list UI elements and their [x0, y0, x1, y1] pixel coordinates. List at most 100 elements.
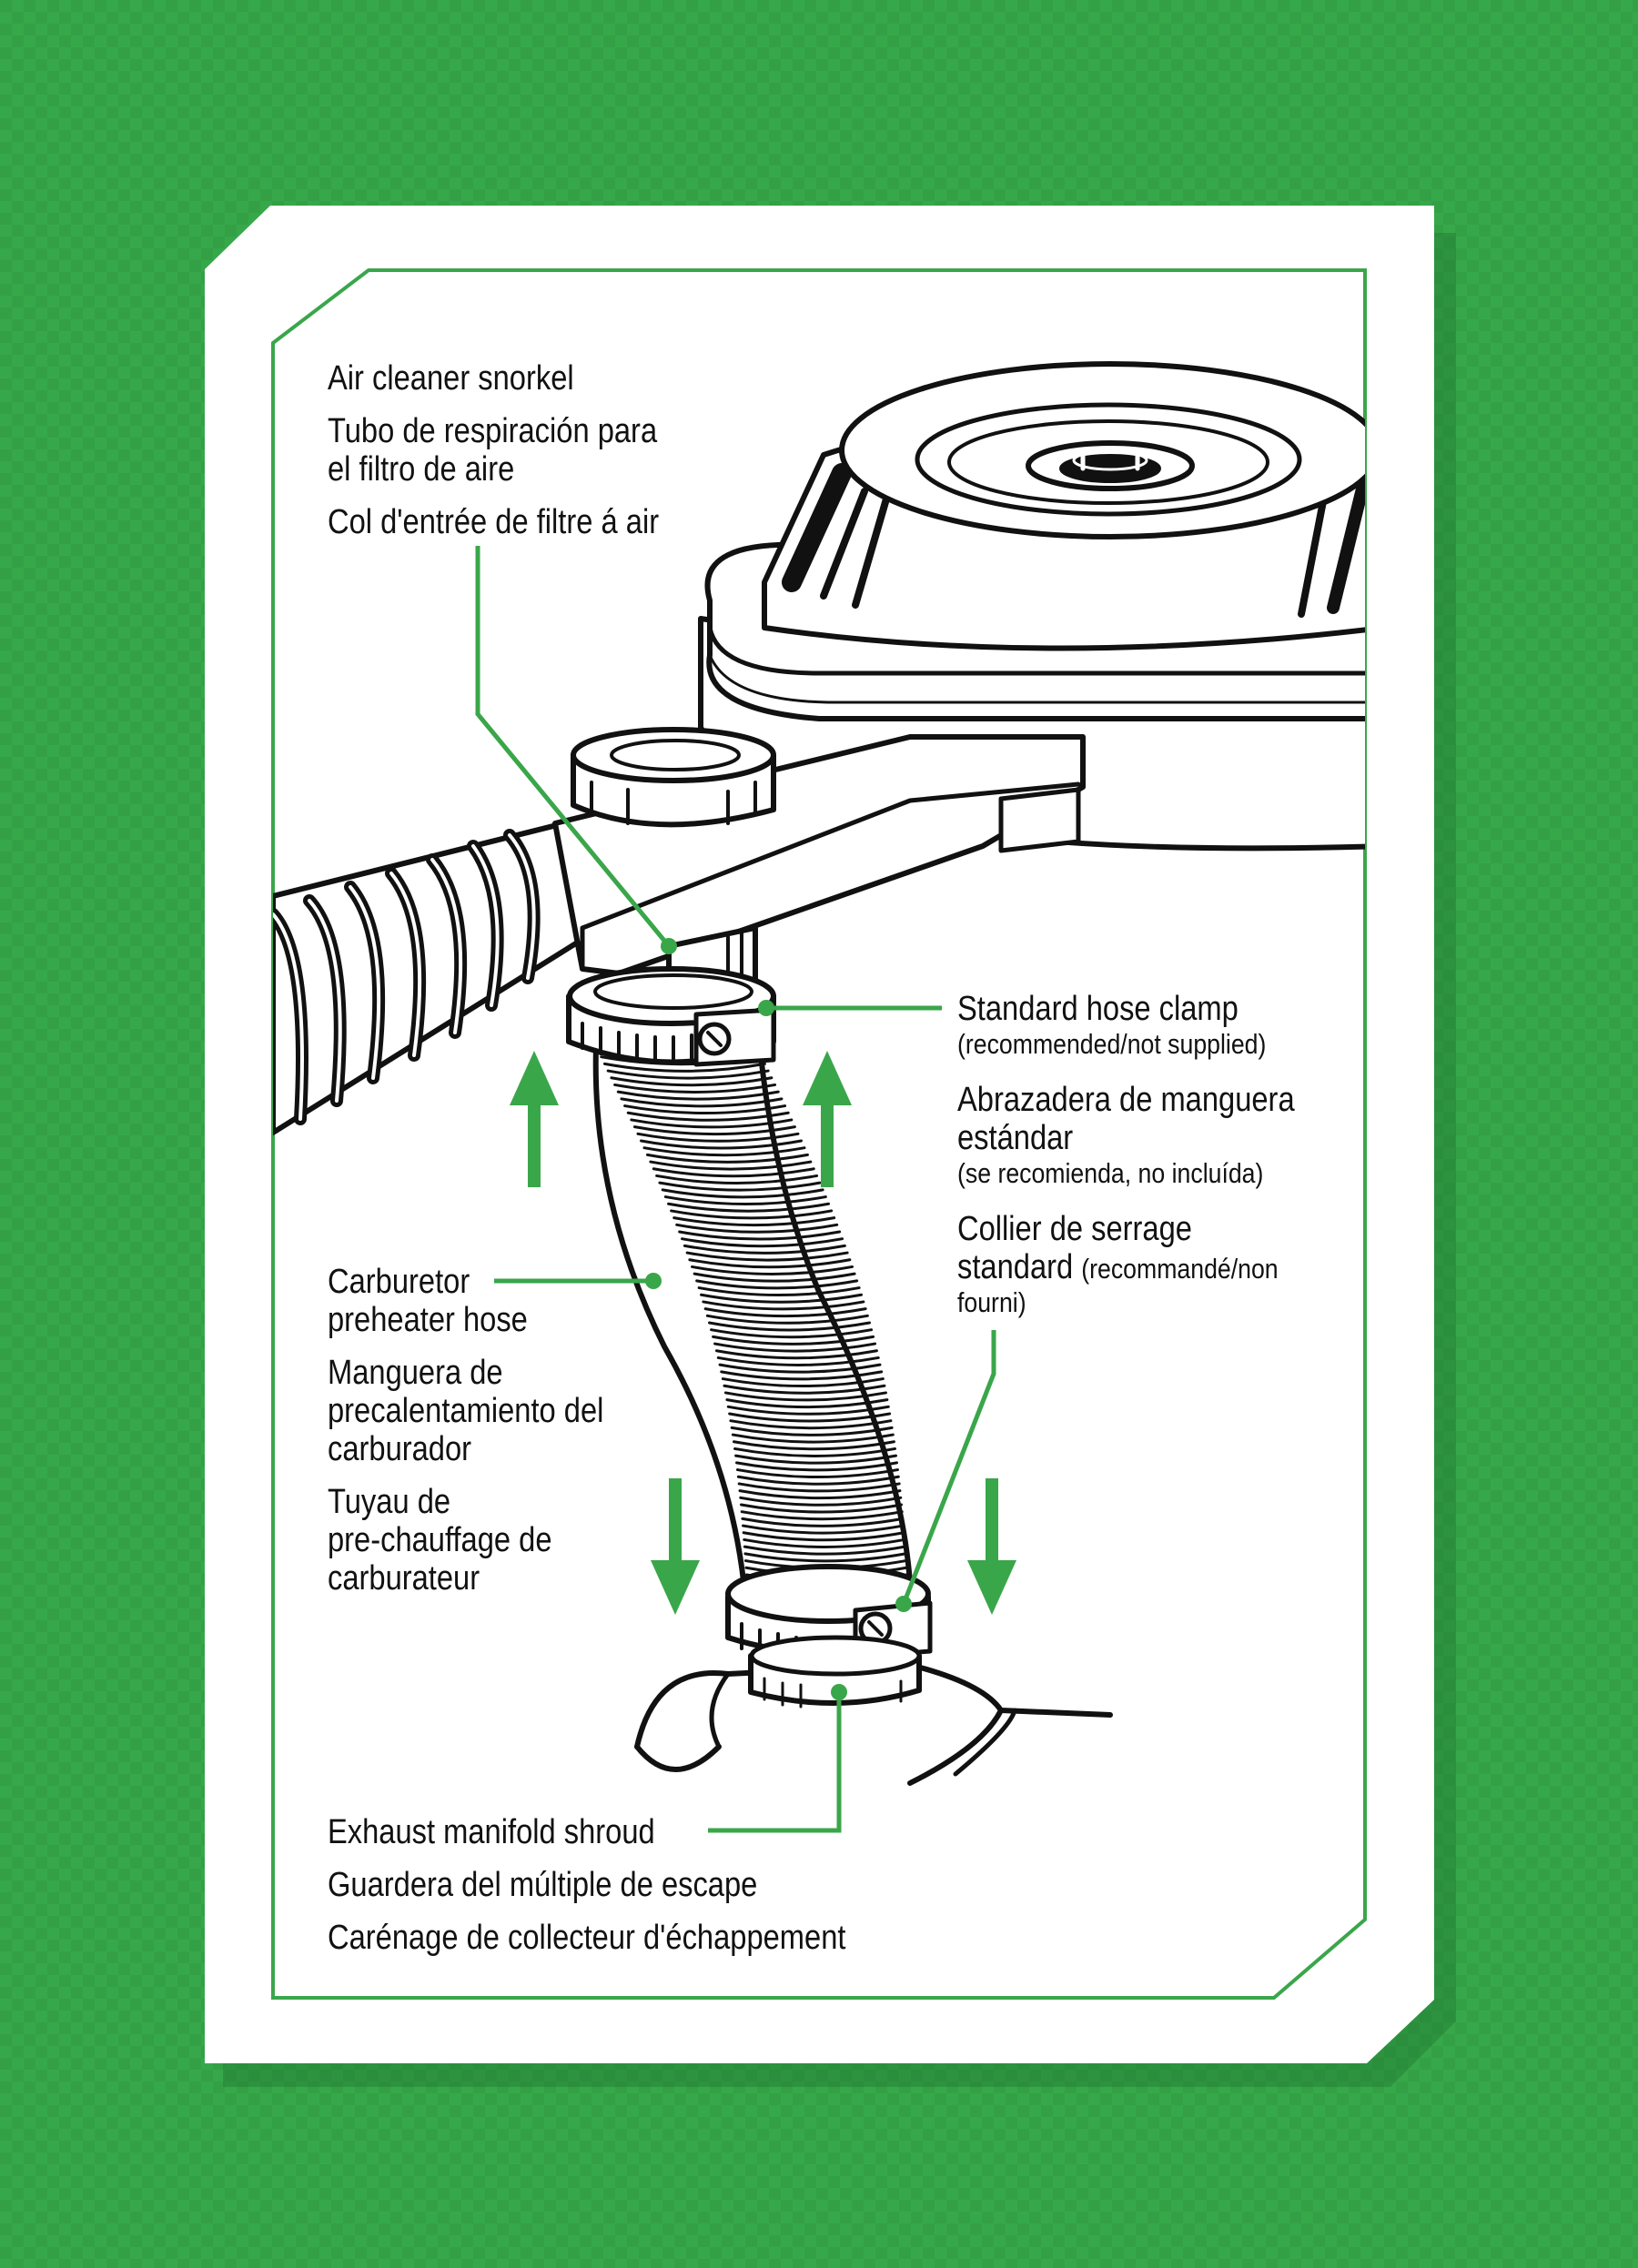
hose-rib — [743, 1552, 907, 1563]
hose-rib — [743, 1537, 906, 1548]
hose-rib — [670, 1209, 834, 1220]
hose-rib — [734, 1454, 898, 1465]
hose-rib — [630, 1118, 794, 1129]
hose-rib — [678, 1230, 842, 1241]
leader-shroud — [708, 1692, 842, 1833]
hose-rib — [610, 1076, 774, 1087]
hose-rib — [737, 1482, 901, 1493]
label-hose-fr-2: pre-chauffage de — [328, 1521, 552, 1559]
hose-rib — [632, 1125, 796, 1136]
hose-rib — [602, 1062, 766, 1073]
hose-rib — [723, 1391, 887, 1402]
snorkel-arm — [273, 727, 1086, 1135]
hose-rib — [720, 1370, 884, 1381]
label-snorkel-es-1: Tubo de respiración para — [328, 412, 658, 450]
hose-rib — [691, 1265, 854, 1275]
hose-rib — [736, 1475, 900, 1486]
label-shroud: Exhaust manifold shroud Guardera del múl… — [328, 1813, 845, 1957]
hose-rib — [693, 1272, 856, 1283]
airflow-arrows — [510, 1051, 1016, 1615]
hose-rib — [682, 1244, 846, 1255]
hose-rib — [695, 1279, 859, 1290]
label-clamp: Standard hose clamp (recommended/not sup… — [957, 990, 1295, 1319]
hose-rib — [702, 1300, 865, 1311]
leader-clamp-bottom — [901, 1330, 996, 1605]
hose-rib — [672, 1216, 836, 1227]
hose-rib — [705, 1314, 869, 1325]
label-shroud-en: Exhaust manifold shroud — [328, 1813, 655, 1851]
label-clamp-fr-2a: standard — [957, 1248, 1074, 1286]
hose-rib — [733, 1446, 897, 1457]
hose-rib — [688, 1258, 852, 1269]
hose-rib — [642, 1146, 806, 1157]
hose-rib — [731, 1433, 895, 1444]
hose-rib — [723, 1384, 886, 1395]
top-hose-clamp — [566, 966, 776, 1067]
hose-rib — [626, 1111, 790, 1122]
hose-rib — [721, 1377, 885, 1388]
hose-rib — [725, 1398, 889, 1409]
hose-rib — [636, 1132, 800, 1143]
label-clamp-es-2: estándar — [957, 1119, 1074, 1157]
label-clamp-es-note: (se recomienda, no incluída) — [957, 1157, 1264, 1189]
label-hose-es-2: precalentamiento del — [328, 1392, 604, 1430]
leader-lines — [475, 546, 996, 1833]
label-snorkel-es-2: el filtro de aire — [328, 450, 515, 489]
hose-rib — [613, 1083, 777, 1094]
hose-rib — [681, 1237, 844, 1248]
hose-rib — [685, 1251, 849, 1262]
inner-frame — [271, 268, 1367, 2000]
hose-rib — [718, 1363, 882, 1374]
label-clamp-fr-2b: (recommandé/non — [1081, 1253, 1279, 1285]
label-clamp-fr-1: Collier de serrage — [957, 1210, 1192, 1248]
label-clamp-en: Standard hose clamp — [957, 990, 1239, 1028]
label-hose-en-1: Carburetor — [328, 1263, 470, 1301]
hose-rib — [606, 1069, 770, 1080]
hose-rib — [738, 1489, 902, 1500]
hose-rib — [697, 1286, 861, 1297]
hose-rib — [740, 1503, 903, 1514]
hose-rib — [620, 1097, 784, 1108]
label-clamp-es-1: Abrazadera de manguera — [957, 1081, 1295, 1119]
hose-rib — [742, 1524, 905, 1535]
label-shroud-es: Guardera del múltiple de escape — [328, 1866, 758, 1904]
arrow-up-right — [803, 1051, 852, 1187]
hose-rib — [714, 1349, 878, 1360]
hose-rib — [735, 1461, 899, 1472]
hose-rib — [728, 1412, 892, 1423]
label-hose-es-3: carburador — [328, 1430, 472, 1468]
label-snorkel: Air cleaner snorkel Tubo de respiración … — [328, 359, 659, 541]
hose-rib — [726, 1405, 890, 1416]
hose-rib — [713, 1342, 877, 1353]
hose-rib — [663, 1195, 827, 1206]
label-snorkel-en: Air cleaner snorkel — [328, 359, 574, 398]
air-cleaner-housing — [698, 361, 1365, 852]
hose-rib — [667, 1202, 831, 1213]
hose-rib — [655, 1174, 819, 1184]
arrow-down-right — [967, 1478, 1016, 1615]
arrow-up-left — [510, 1051, 559, 1187]
hose-rib — [741, 1517, 905, 1527]
hose-rib — [739, 1496, 903, 1507]
hose-rib — [716, 1356, 880, 1366]
hose-rib — [740, 1510, 904, 1521]
leader-snorkel — [475, 546, 671, 948]
hose-rib — [735, 1468, 899, 1479]
label-hose: Carburetor preheater hose Manguera de pr… — [328, 1263, 603, 1598]
hose-rib — [703, 1307, 867, 1318]
hose-rib — [732, 1440, 895, 1451]
label-snorkel-fr: Col d'entrée de filtre á air — [328, 503, 660, 541]
label-shroud-fr: Carénage de collecteur d'échappement — [328, 1919, 846, 1957]
label-clamp-en-note: (recommended/not supplied) — [957, 1028, 1267, 1060]
hose-rib — [743, 1545, 906, 1556]
label-hose-fr-3: carburateur — [328, 1559, 480, 1598]
exhaust-manifold-shroud — [634, 1635, 1113, 1786]
hose-rib — [700, 1293, 864, 1304]
label-hose-fr-1: Tuyau de — [328, 1483, 451, 1521]
hose-rib — [710, 1328, 874, 1339]
hose-rib — [645, 1153, 809, 1164]
hose-rib — [652, 1167, 815, 1178]
label-clamp-fr-3: fourni) — [957, 1286, 1026, 1318]
